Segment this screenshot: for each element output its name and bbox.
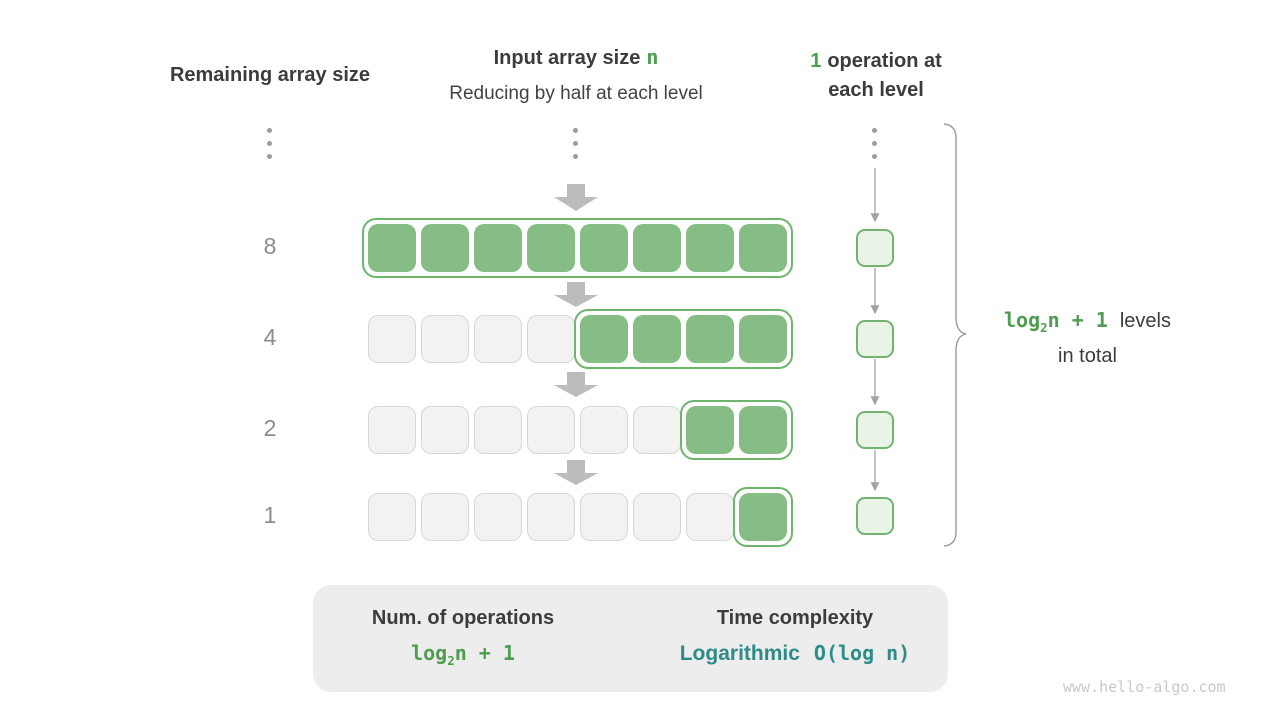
array-cell-active (686, 315, 734, 363)
array-cell-inactive (633, 493, 681, 541)
array-cell-inactive (368, 406, 416, 454)
operation-box (856, 320, 894, 358)
header-n-variable: n (646, 45, 659, 69)
operation-box (856, 411, 894, 449)
remaining-size-label: 1 (263, 502, 277, 528)
array-cell-inactive (474, 315, 522, 363)
array-cell-inactive (686, 493, 734, 541)
remaining-size-label: 4 (263, 324, 277, 350)
operation-box (856, 229, 894, 267)
operations-summary: Num. of operations log2n + 1 (333, 607, 593, 668)
complexity-name: Logarithmic (679, 642, 800, 665)
summary-panel: Num. of operations log2n + 1 Time comple… (313, 585, 948, 692)
array-cell-inactive (527, 493, 575, 541)
watermark: www.hello-algo.com (1063, 678, 1226, 696)
brace (943, 123, 967, 547)
array-cell-active (474, 224, 522, 272)
array-cell-active (580, 315, 628, 363)
ellipsis-remaining-column (267, 128, 272, 159)
header-operation-text: operation at (827, 50, 942, 72)
complexity-summary: Time complexity Logarithmic O(log n) (655, 607, 935, 666)
ellipsis-operation-column (872, 128, 877, 159)
remaining-size-label: 2 (263, 415, 277, 441)
array-cell-inactive (421, 315, 469, 363)
halving-arrow-icon (554, 184, 598, 211)
levels-total-label: log2n + 1 levels in total (980, 306, 1195, 370)
levels-word: levels (1119, 310, 1171, 332)
array-cell-inactive (421, 493, 469, 541)
array-cell-active (421, 224, 469, 272)
header-input-size-text: Input array size (493, 47, 641, 69)
array-cell-inactive (368, 315, 416, 363)
array-cell-inactive (580, 406, 628, 454)
column-header-operations-line2: each level (828, 79, 924, 101)
halving-arrow-icon (554, 372, 598, 397)
halving-arrow-icon (554, 460, 598, 485)
remaining-size-label: 8 (263, 233, 277, 259)
array-cell-active (633, 315, 681, 363)
array-cell-inactive (633, 406, 681, 454)
array-cell-active (633, 224, 681, 272)
array-cell-active (527, 224, 575, 272)
array-cell-active (686, 406, 734, 454)
array-cell-active (686, 224, 734, 272)
array-cell-active (739, 315, 787, 363)
operations-summary-formula: log2n + 1 (411, 641, 515, 668)
complexity-summary-title: Time complexity (716, 607, 874, 629)
operation-box (856, 497, 894, 535)
array-cell-active (739, 406, 787, 454)
array-cell-inactive (527, 315, 575, 363)
levels-total-line1: log2n + 1 levels (980, 306, 1195, 342)
array-cell-inactive (368, 493, 416, 541)
array-cell-inactive (474, 406, 522, 454)
column-header-input-size-subtitle: Reducing by half at each level (449, 83, 703, 104)
array-cell-active (580, 224, 628, 272)
column-header-remaining-size: Remaining array size (169, 64, 371, 86)
array-cell-inactive (474, 493, 522, 541)
array-cell-active (739, 493, 787, 541)
array-cell-active (739, 224, 787, 272)
complexity-notation: O(log n) (813, 641, 911, 665)
ellipsis-array-column (573, 128, 578, 159)
levels-total-line2: in total (1058, 345, 1117, 367)
array-cell-inactive (527, 406, 575, 454)
complexity-summary-value: Logarithmic O(log n) (655, 641, 935, 666)
array-cell-inactive (580, 493, 628, 541)
halving-arrow-icon (554, 282, 598, 307)
levels-formula: log2n + 1 (1004, 308, 1108, 335)
header-operation-count: 1 (810, 50, 822, 72)
operations-summary-title: Num. of operations (371, 607, 555, 629)
array-cell-inactive (421, 406, 469, 454)
array-cell-active (368, 224, 416, 272)
